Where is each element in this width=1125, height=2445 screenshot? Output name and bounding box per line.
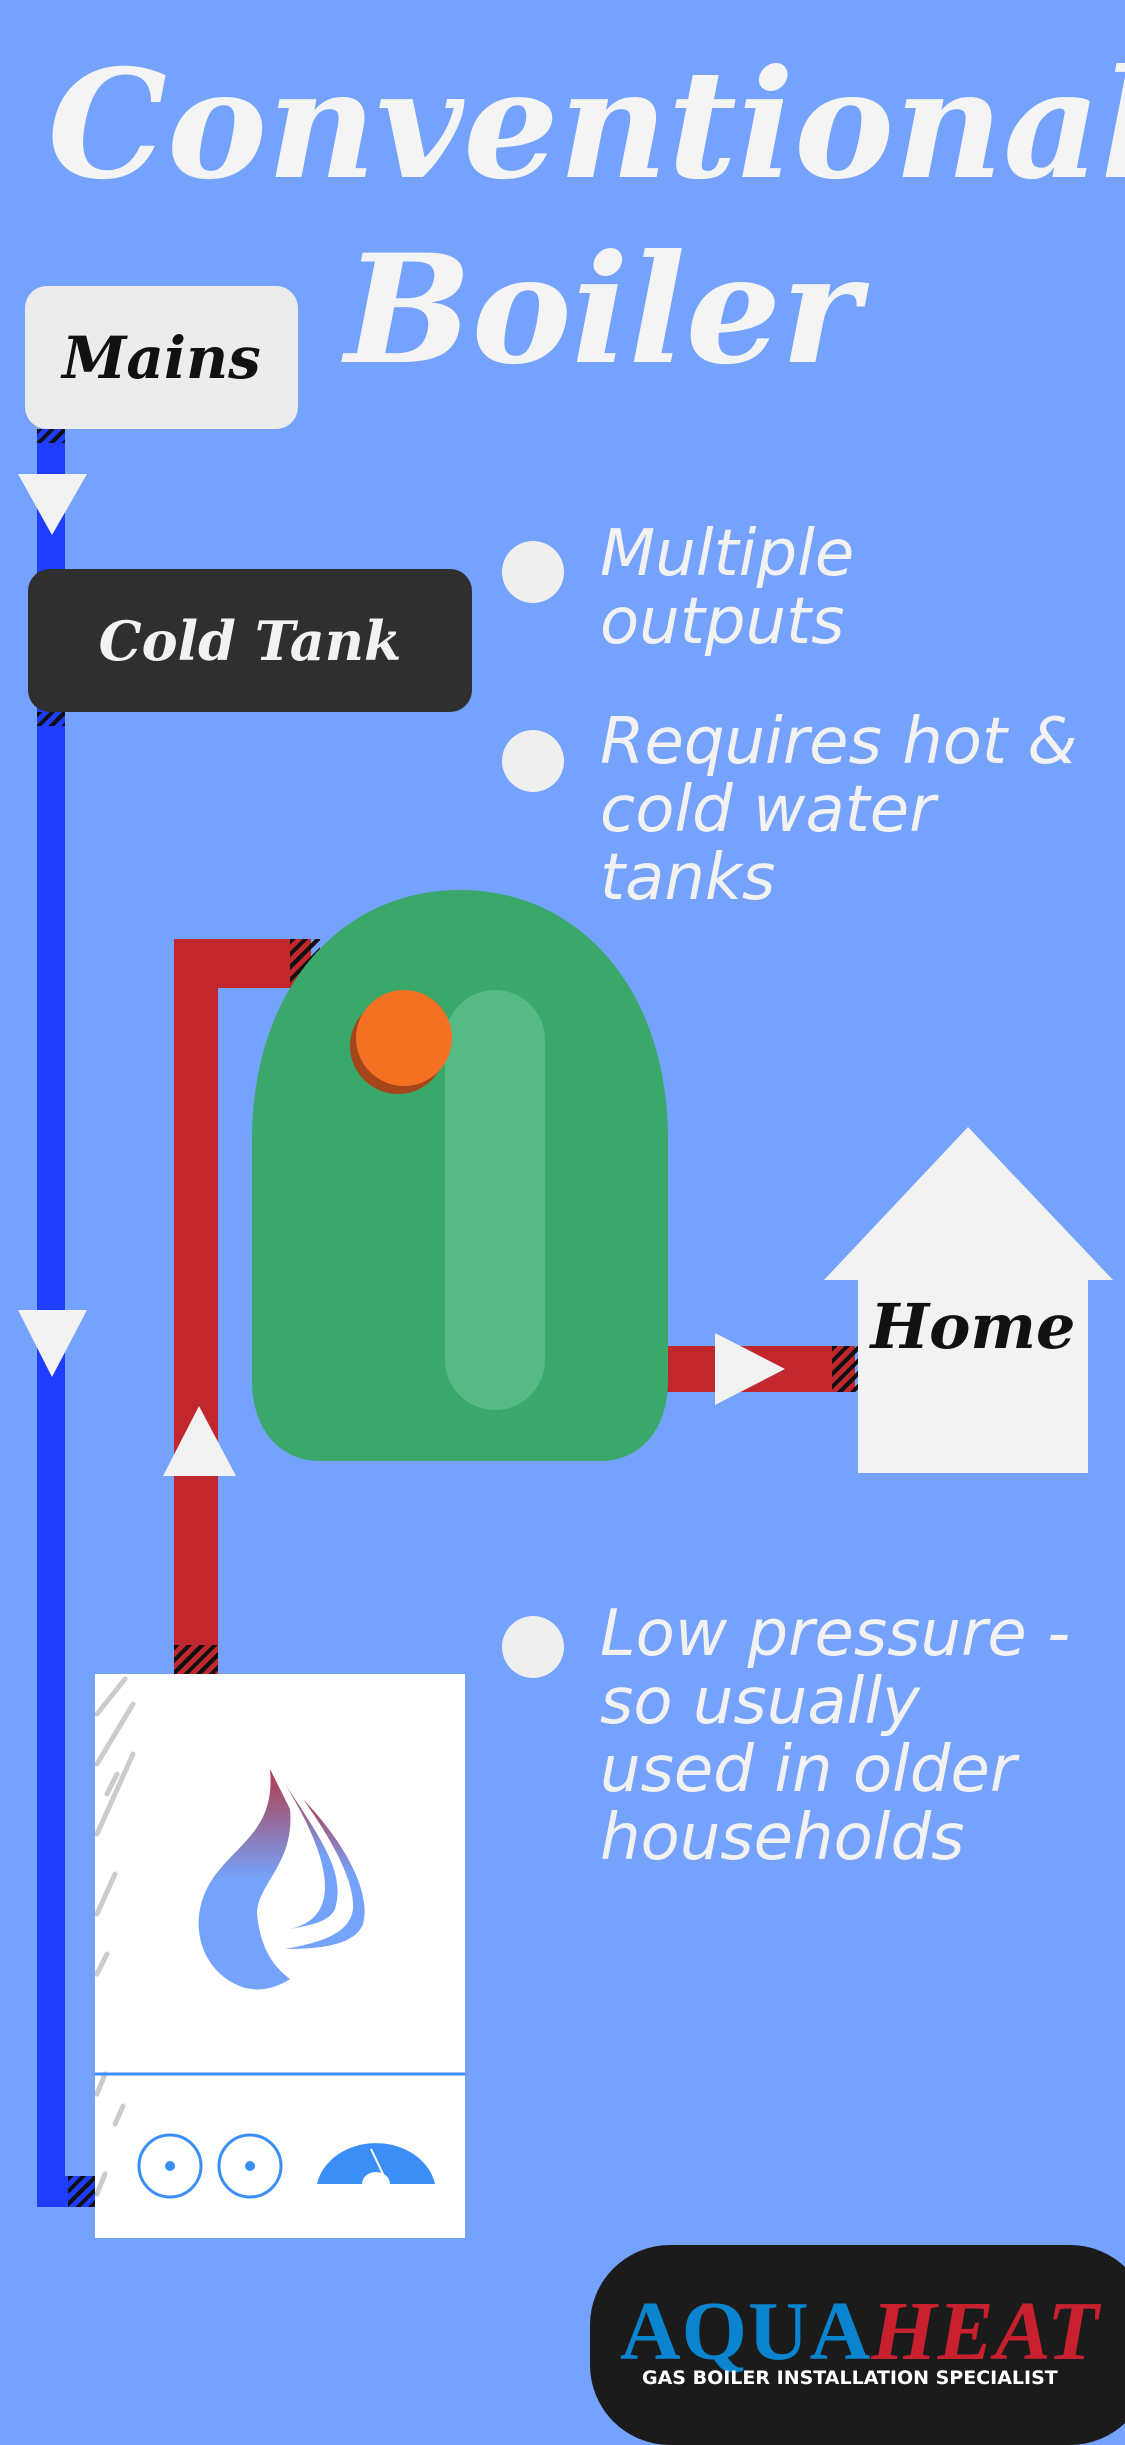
aquaheat-logo: AQUAHEAT GAS BOILER INSTALLATION SPECIAL…	[590, 2245, 1125, 2445]
tank-indicator	[356, 990, 452, 1086]
logo-heat: HEAT	[871, 2285, 1100, 2378]
flame-icon	[198, 1769, 365, 1990]
pipe-joint	[37, 712, 65, 726]
arrow-down-icon	[18, 474, 87, 535]
logo-wordmark: AQUAHEAT	[620, 2283, 1099, 2380]
bullet-dot	[502, 730, 564, 792]
dial-icon	[217, 2133, 283, 2199]
title-line-2: Boiler	[344, 222, 861, 398]
cold-tank-label: Cold Tank	[28, 569, 472, 712]
bullet-dot	[502, 1616, 564, 1678]
bullet-text: Multiple outputs	[600, 517, 855, 659]
home-label: Home	[870, 1290, 1076, 1363]
boiler	[94, 1674, 465, 2238]
pressure-gauge-icon	[317, 2143, 435, 2184]
pipe-joint	[832, 1346, 858, 1392]
tank-highlight	[445, 990, 545, 1410]
pipe-joint	[37, 429, 65, 443]
hot-water-pipe-top	[174, 939, 311, 988]
mains-label: Mains	[25, 286, 298, 429]
logo-aqua: AQUA	[620, 2285, 872, 2378]
bullet-text: Requires hot & cold water tanks	[600, 705, 1078, 915]
title-line-1: Conventional	[47, 37, 1125, 213]
arrow-down-icon	[18, 1310, 87, 1377]
hatch-marks	[94, 1676, 136, 2197]
boiler-graphics	[94, 1676, 465, 2199]
logo-tagline: GAS BOILER INSTALLATION SPECIALIST	[642, 2367, 1058, 2389]
hot-water-pipe	[174, 939, 218, 1675]
bullet-dot	[502, 541, 564, 603]
arrow-right-icon	[715, 1333, 785, 1405]
pipe-joint	[68, 2176, 95, 2207]
arrow-up-icon	[163, 1406, 236, 1476]
house-roof	[824, 1127, 1113, 1280]
bullet-text: Low pressure - so usually used in older …	[600, 1597, 1071, 1875]
dial-icon	[137, 2133, 203, 2199]
pipe-joint	[174, 1645, 218, 1675]
house-body	[858, 1270, 1088, 1473]
